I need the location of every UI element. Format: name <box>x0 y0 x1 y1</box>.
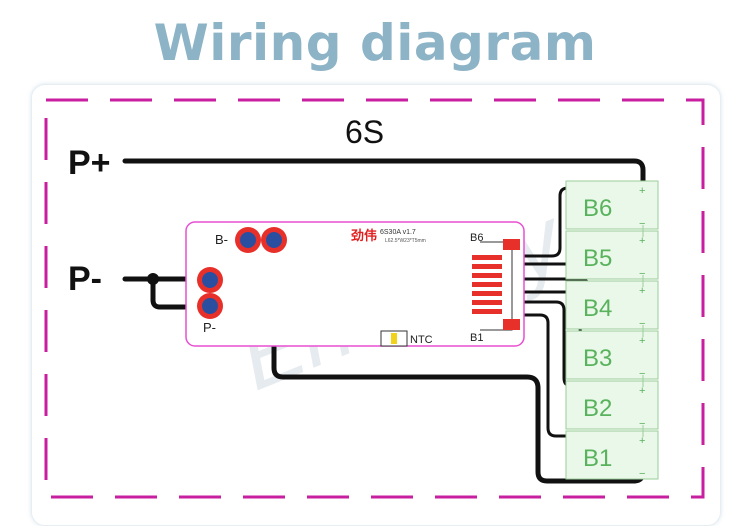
battery-cell-plus-sign: + <box>639 385 645 397</box>
battery-cell-plus-sign: + <box>639 435 645 447</box>
balance-pin-1 <box>472 255 502 260</box>
p-minus-pad-2-center <box>202 298 218 314</box>
battery-cell-b5: B5 + − <box>565 230 659 280</box>
b-minus-wire <box>271 237 646 484</box>
battery-cell-label: B5 <box>583 245 612 272</box>
battery-cell-plus-sign: + <box>639 185 645 197</box>
battery-cell-minus-sign: − <box>639 418 645 430</box>
p-plus-label: P+ <box>68 144 111 182</box>
p-minus-junction <box>147 273 159 285</box>
battery-cell-body <box>565 330 659 380</box>
board-p-minus-label: P- <box>203 320 216 335</box>
battery-cell-body <box>565 430 659 480</box>
p-minus-pad-1-center <box>202 272 218 288</box>
balance-key-top <box>503 239 520 250</box>
battery-cell-minus-sign: − <box>639 268 645 280</box>
balance-key-bottom <box>503 319 520 330</box>
battery-cell-body <box>565 280 659 330</box>
battery-cell-label: B6 <box>583 195 612 222</box>
config-label: 6S <box>345 114 384 150</box>
balance-connector <box>472 239 520 331</box>
board-b6-label: B6 <box>470 232 483 244</box>
balance-pin-5 <box>472 291 502 296</box>
battery-cell-plus-sign: + <box>639 285 645 297</box>
battery-cell-b1: B1 + − <box>565 430 659 480</box>
battery-cell-label: B3 <box>583 345 612 372</box>
b-minus-pad-1-center <box>240 232 256 248</box>
bms-board <box>185 221 525 347</box>
battery-cell-label: B2 <box>583 395 612 422</box>
battery-cell-b3: B3 + − <box>565 330 659 380</box>
balance-pin-4 <box>472 282 502 287</box>
balance-pin-6 <box>472 300 502 305</box>
battery-cell-b4: B4 + − <box>565 280 659 330</box>
balance-wire-b6 <box>516 186 646 258</box>
board-b1-label: B1 <box>470 332 483 344</box>
battery-cell-minus-sign: − <box>639 218 645 230</box>
battery-cell-body <box>565 180 659 230</box>
battery-cell-minus-sign: − <box>639 368 645 380</box>
balance-pin-7 <box>472 309 502 314</box>
battery-cell-body <box>565 380 659 430</box>
balance-pin-3 <box>472 273 502 278</box>
p-minus-label: P- <box>68 260 102 298</box>
battery-cell-minus-sign: − <box>639 468 645 480</box>
p-minus-pads <box>197 267 223 319</box>
battery-cell-plus-sign: + <box>639 335 645 347</box>
balance-pin-2 <box>472 264 502 269</box>
board-model: 6S30A v1.7 <box>380 229 416 236</box>
b-minus-pad-2-center <box>266 232 282 248</box>
battery-cell-body <box>565 230 659 280</box>
battery-cells: B6 + − B5 + − B4 + − B3 + − B2 + − B1 + − <box>565 180 659 480</box>
battery-cell-b6: B6 + − <box>565 180 659 230</box>
battery-cell-minus-sign: − <box>639 318 645 330</box>
battery-cell-label: B1 <box>583 445 612 472</box>
p-plus-wire <box>122 158 646 184</box>
battery-cell-label: B4 <box>583 295 612 322</box>
battery-cell-b2: B2 + − <box>565 380 659 430</box>
p-minus-bridge-wire <box>150 276 205 310</box>
ntc-label: NTC <box>410 334 433 346</box>
b-minus-pads <box>235 227 287 253</box>
dashed-frame <box>44 98 705 499</box>
page-title: Wiring diagram <box>153 14 597 72</box>
board-brand: 劲伟 <box>351 228 377 243</box>
wiring-diagram: Enerkey 6S P+ P- B- P- 劲伟 6S30 <box>44 98 705 499</box>
balance-wire-b1 <box>516 313 646 438</box>
board-dimensions: L62.5*W23*T5mm <box>385 238 426 244</box>
battery-cell-plus-sign: + <box>639 235 645 247</box>
ntc-pin <box>391 333 397 344</box>
board-b-minus-label: B- <box>215 232 228 247</box>
